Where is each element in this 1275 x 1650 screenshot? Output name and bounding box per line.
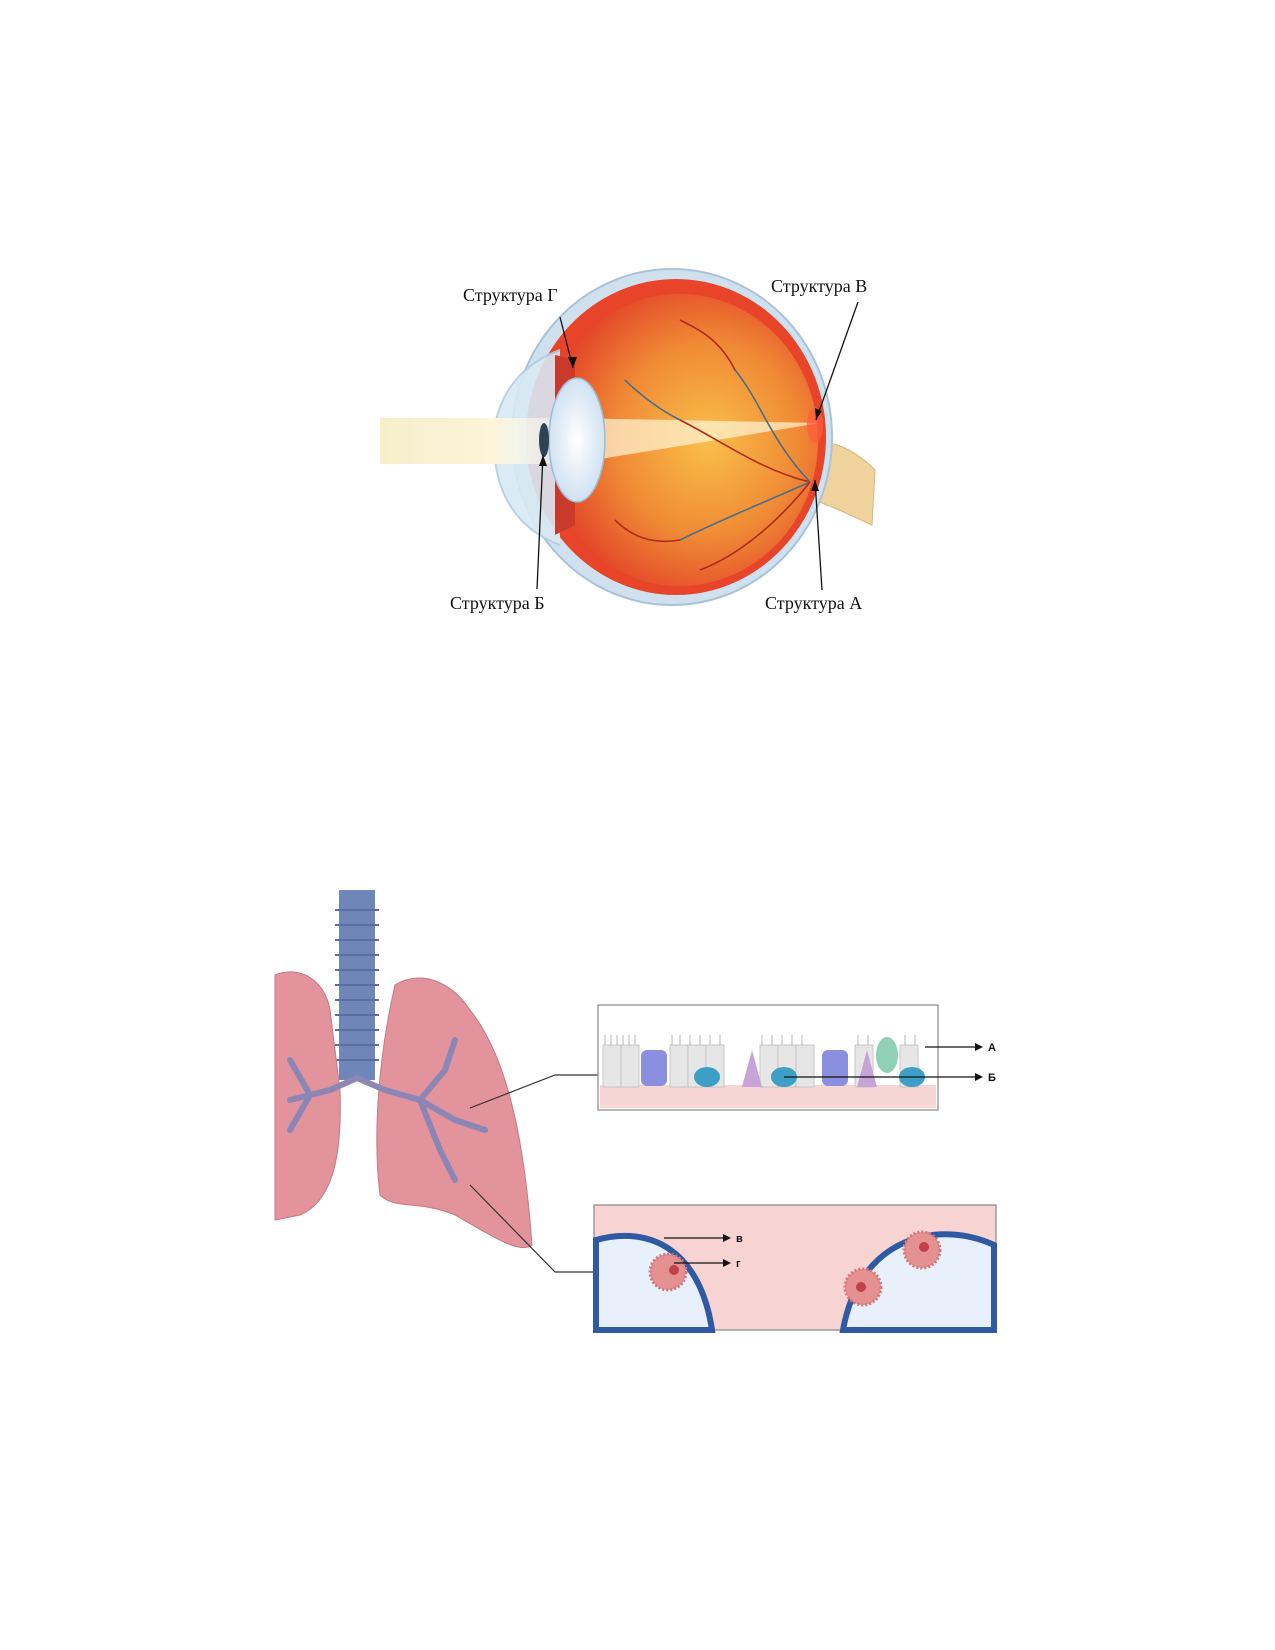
pointer-line-v [815,301,859,421]
pointer-line-b [536,454,544,590]
lens [548,377,606,503]
label-b-inset: Б [988,1072,996,1084]
pupil [539,423,549,457]
goblet-cell [641,1050,667,1086]
pointer-line-a [814,479,823,591]
alveolus-right [839,1231,997,1333]
lung-diagram: А Б в г [0,880,1275,1360]
brush-cell [742,1050,762,1087]
label-structure-g: Структура Г [463,285,558,305]
eye-diagram-svg: Структура Г Структура В Структура Б Стру… [380,268,876,613]
label-structure-b: Структура Б [450,593,545,613]
macrophage [648,1252,688,1292]
label-g-inset: г [736,1258,741,1270]
macrophage [843,1267,883,1307]
brush-cell [857,1050,877,1087]
bronchial-tree [287,1037,488,1183]
alveoli-inset: в г [593,1204,997,1333]
basal-cell [694,1067,720,1087]
macula [807,407,823,443]
secretory-cell [876,1037,898,1073]
right-lung [376,977,533,1249]
callout-line-epithelium [469,1074,598,1109]
light-beam-focus [570,418,820,464]
lung-diagram-svg: А Б в г [274,890,997,1333]
epithelium-inset: А Б [597,1004,996,1111]
macrophage [902,1230,942,1270]
trachea [335,890,379,1080]
eye-diagram: Структура Г Структура В Структура Б Стру… [0,0,1275,700]
label-structure-a: Структура А [765,593,862,613]
light-beam [380,418,570,464]
label-v-inset: в [736,1233,743,1245]
blood-vessels [614,319,811,571]
cilia [604,1035,916,1045]
callout-line-alveoli [469,1184,594,1273]
label-structure-v: Структура В [771,276,867,296]
goblet-cell [822,1050,848,1086]
label-a-inset: А [988,1042,996,1054]
